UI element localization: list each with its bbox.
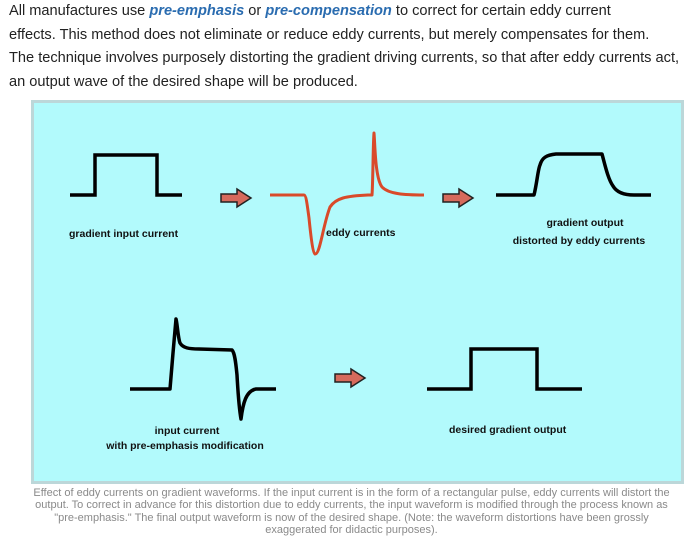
figure-diagram: gradient input current eddy currents gra… xyxy=(69,131,651,452)
label-eddy-currents: eddy currents xyxy=(326,227,396,239)
label-input-current: input current xyxy=(155,425,220,437)
gradient-input-waveform xyxy=(70,153,182,197)
intro-line-1: All manufactures use pre-emphasis or pre… xyxy=(9,0,697,24)
arrow-right-icon xyxy=(220,188,252,208)
term-pre-compensation: pre-compensation xyxy=(265,3,392,19)
intro-line-2: effects. This method does not eliminate … xyxy=(9,26,650,43)
caption-line-4: exaggerated for didactic purposes). xyxy=(265,524,438,537)
label-desired-gradient-output: desired gradient output xyxy=(449,424,567,436)
arrow-right-icon xyxy=(334,368,366,388)
arrow-right-icon xyxy=(442,188,474,208)
label-gradient-input: gradient input current xyxy=(69,228,179,240)
label-gradient-output: gradient output xyxy=(547,217,624,229)
figure-caption: Effect of eddy currents on gradient wave… xyxy=(8,487,695,537)
caption-line-2: output. To correct in advance for this d… xyxy=(35,499,668,512)
term-pre-emphasis: pre-emphasis xyxy=(149,3,245,19)
intro-line-3: The technique involves purposely distort… xyxy=(9,50,680,66)
label-distorted-by-eddy: distorted by eddy currents xyxy=(513,235,646,247)
pre-emphasis-input-waveform xyxy=(130,317,276,421)
caption-line-1: Effect of eddy currents on gradient wave… xyxy=(33,487,670,499)
intro-text: All manufactures use xyxy=(9,3,150,19)
distorted-output-waveform xyxy=(496,152,651,197)
intro-paragraph: All manufactures use pre-emphasis or pre… xyxy=(9,0,697,94)
intro-text: to correct for certain eddy current xyxy=(391,3,611,19)
label-pre-emphasis-modification: with pre-emphasis modification xyxy=(105,440,264,452)
eddy-current-figure: gradient input current eddy currents gra… xyxy=(31,100,684,484)
eddy-current-waveform xyxy=(270,131,425,256)
intro-text: or xyxy=(244,3,266,19)
caption-line-3: "pre-emphasis." The final output wavefor… xyxy=(54,511,649,524)
desired-output-waveform xyxy=(427,347,582,391)
intro-line-4: an output wave of the desired shape will… xyxy=(9,73,358,90)
